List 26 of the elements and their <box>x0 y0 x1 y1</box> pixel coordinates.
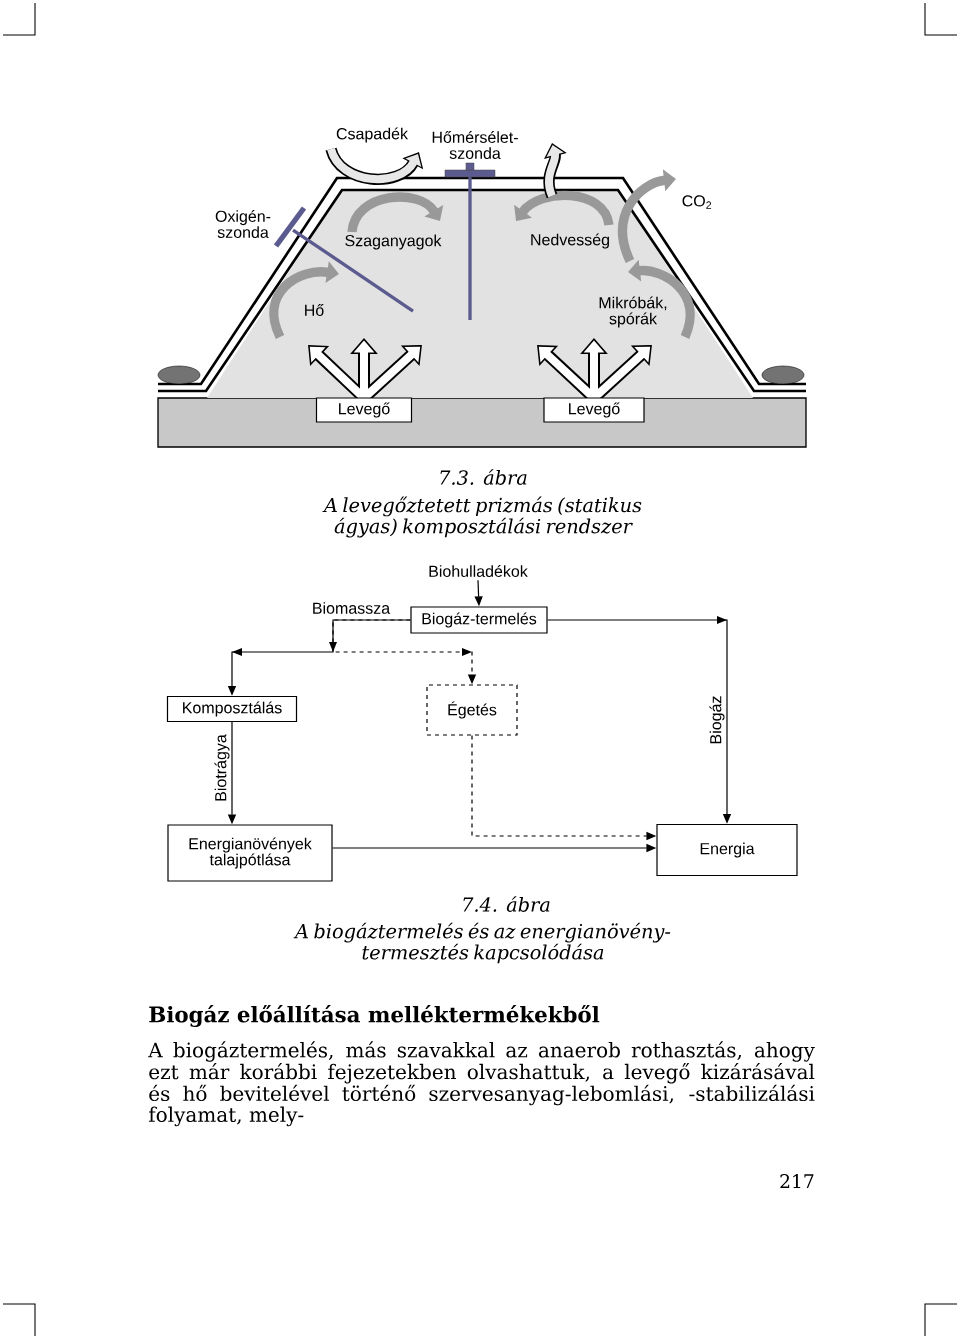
process-box: Energia <box>656 823 798 877</box>
process-box: Energianövények talajpótlása <box>167 824 333 882</box>
label-text: Mikróbák, spórák <box>599 296 667 328</box>
figure-caption: A biogáztermelés és az energianövény-termesztés kapcsolódása <box>293 922 671 964</box>
label-box: Levegő <box>543 397 645 423</box>
label-box: Levegő <box>315 397 413 423</box>
section-heading: Biogáz előállítása melléktermékekből <box>149 1005 600 1027</box>
label-text: Szaganyagok <box>345 234 442 250</box>
body-paragraph: A biogáztermelés, más szavakkal az anaerob rothasztás, ahogy ezt már korábbi fejezetekben olvashattuk, a levegő kizárásával és hő bevitelével történő szervesanyag-lebomlási, -stabilizálási folyamat, mely- <box>148 1041 815 1127</box>
edge-label: Biotrágya <box>214 734 230 801</box>
edge-label: Biogáz <box>709 696 725 744</box>
source-text: Biohulladékok <box>429 565 528 577</box>
process-box: Biogáz-termelés <box>410 606 548 634</box>
figure-caption: A levegőztetett prizmás (statikus ágyas) komposztálási rendszer <box>322 496 642 538</box>
label-text: Csapadék <box>336 127 409 143</box>
label-text: Hő <box>305 304 324 316</box>
process-box: Komposztálás <box>166 695 298 723</box>
edge-label: Biomassza <box>313 602 391 614</box>
figure-caption: 7.4. ábra <box>463 896 550 912</box>
process-box: Égetés <box>426 684 518 736</box>
label-text: Oxigén-szonda <box>215 210 271 238</box>
figure-caption: 7.3. ábra <box>440 469 527 485</box>
label-text: CO$_{2}$ <box>682 195 712 209</box>
page-number: 217 <box>780 1174 814 1188</box>
label-text: Nedvesség <box>531 233 609 249</box>
label-text: Hőmérsélet-szonda <box>432 131 518 159</box>
